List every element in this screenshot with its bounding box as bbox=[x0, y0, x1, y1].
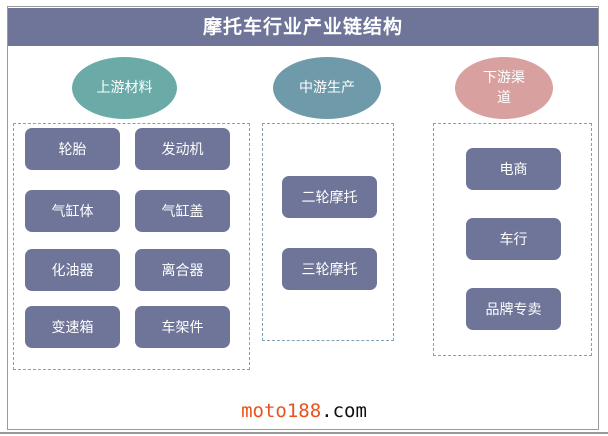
node-cylinder-head: 气缸盖 bbox=[135, 190, 230, 232]
frame bbox=[7, 6, 599, 430]
downstream-group bbox=[433, 123, 592, 356]
diagram-title: 摩托车行业产业链结构 bbox=[8, 8, 598, 46]
node-engine: 发动机 bbox=[135, 128, 230, 170]
node-dealer: 车行 bbox=[466, 218, 561, 260]
node-frame: 车架件 bbox=[135, 306, 230, 348]
midstream-group bbox=[262, 123, 394, 341]
watermark-brand: moto188 bbox=[241, 400, 322, 422]
node-three-wheel: 三轮摩托 bbox=[282, 248, 377, 290]
node-two-wheel: 二轮摩托 bbox=[282, 176, 377, 218]
bottom-divider bbox=[0, 432, 608, 434]
upstream-group bbox=[13, 123, 250, 370]
downstream-oval: 下游渠道 bbox=[455, 57, 553, 119]
midstream-oval: 中游生产 bbox=[273, 57, 381, 119]
node-ecommerce: 电商 bbox=[466, 148, 561, 190]
watermark-tld: .com bbox=[321, 400, 367, 422]
node-gearbox: 变速箱 bbox=[25, 306, 120, 348]
node-carburetor: 化油器 bbox=[25, 249, 120, 291]
node-tire: 轮胎 bbox=[25, 128, 120, 170]
upstream-oval: 上游材料 bbox=[72, 57, 177, 119]
node-brand-store: 品牌专卖 bbox=[466, 288, 561, 330]
node-cylinder-block: 气缸体 bbox=[25, 190, 120, 232]
node-clutch: 离合器 bbox=[135, 249, 230, 291]
watermark: moto188.com bbox=[0, 400, 608, 422]
